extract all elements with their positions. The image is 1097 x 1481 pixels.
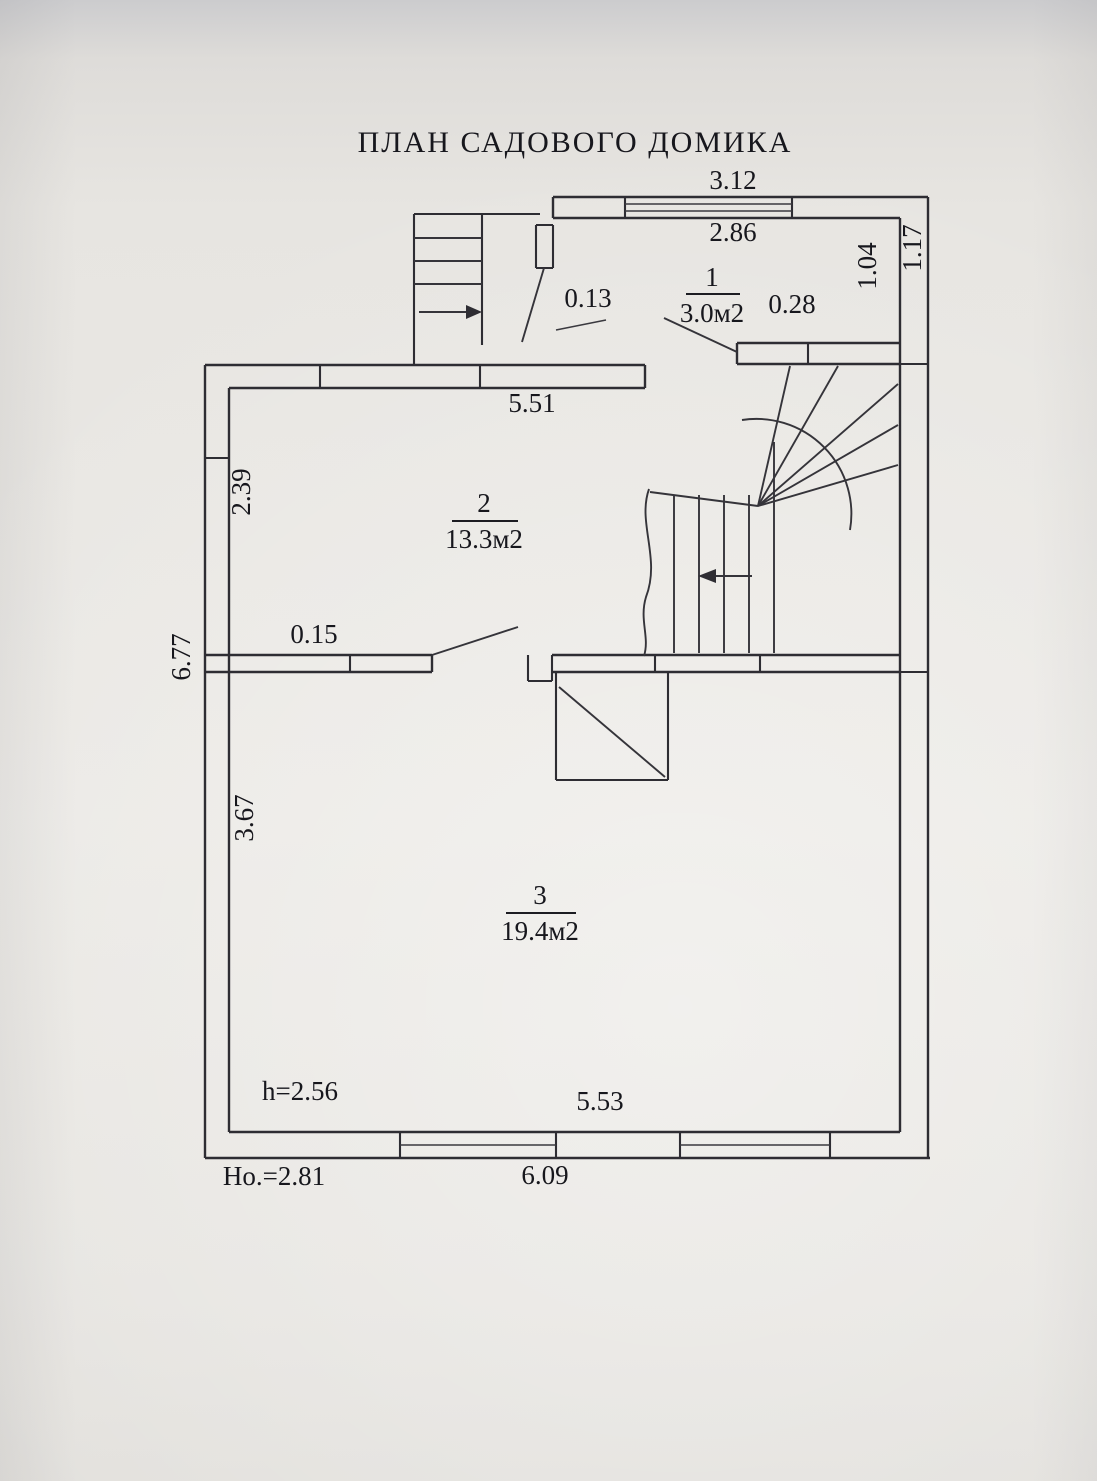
dim-bottom-overall: 6.09 (521, 1160, 568, 1190)
dim-room2-left: 2.39 (226, 468, 256, 515)
bottom-windows (398, 1132, 832, 1158)
dim-overall-top: 3.12 (709, 165, 756, 195)
dim-right-outer: 1.17 (897, 224, 927, 271)
stair-walkline-arc (741, 417, 853, 531)
dim-right-inner: 1.04 (852, 242, 882, 290)
annotation-height: h=2.56 (262, 1076, 338, 1106)
stair-break-line (642, 488, 653, 657)
room1-door-leaf (663, 317, 738, 353)
room1-number: 1 (705, 262, 719, 292)
porch-arrow-head-icon (466, 305, 482, 319)
stair-arrow-head-icon (698, 569, 716, 583)
annotation-basement: Но.=2.81 (223, 1161, 325, 1191)
partition-wall (205, 626, 554, 683)
dim-entry-step: 0.13 (564, 283, 611, 313)
top-window (623, 197, 794, 218)
entry-door-leaf (521, 267, 545, 343)
room2-door-leaf (431, 626, 519, 656)
dim-room1-door: 0.28 (768, 289, 815, 319)
plan-title: ПЛАН САДОВОГО ДОМИКА (358, 126, 793, 159)
room3-area: 19.4м2 (501, 916, 579, 946)
under-stair-closet (554, 672, 670, 782)
outer-walls (203, 195, 930, 1160)
dim-left-overall: 6.77 (166, 633, 196, 680)
dim-partition: 0.15 (290, 619, 337, 649)
room3-number: 3 (533, 880, 547, 910)
dim-window-top: 2.86 (709, 217, 756, 247)
porch-steps (412, 212, 540, 365)
dim-room2-top: 5.51 (508, 388, 555, 418)
room2-number: 2 (477, 488, 491, 518)
room1-area: 3.0м2 (680, 298, 744, 328)
room1-wall-and-door (663, 317, 900, 366)
dim-room3-left: 3.67 (229, 794, 259, 841)
entry-door (521, 223, 607, 343)
entry-step-leader (555, 319, 607, 331)
staircase (552, 365, 900, 674)
closet-diagonal (558, 686, 666, 778)
dim-room3-bottom: 5.53 (576, 1086, 623, 1116)
room2-area: 13.3м2 (445, 524, 523, 554)
